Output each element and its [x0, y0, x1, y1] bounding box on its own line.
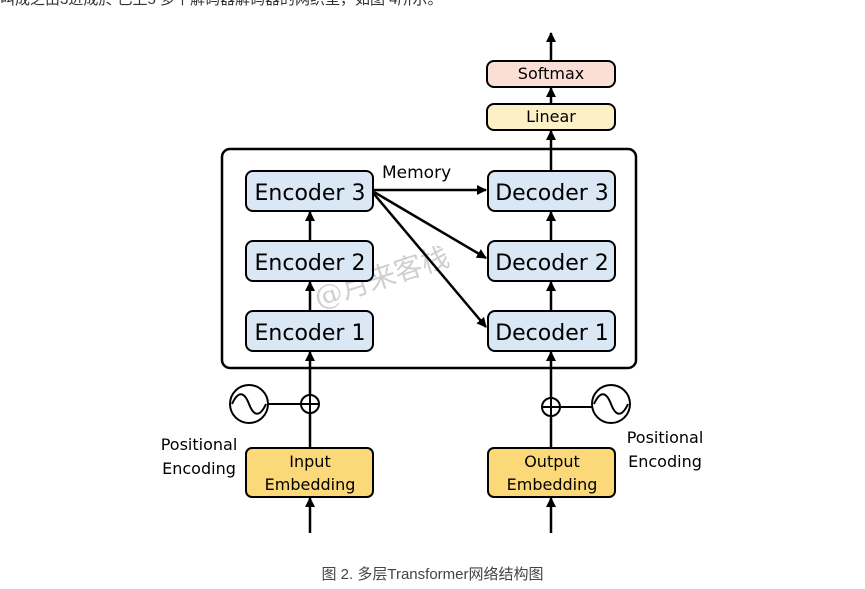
- positional-encoding-right-line-2: Encoding: [628, 452, 702, 471]
- encoder-3-label: Encoder 3: [255, 181, 366, 206]
- linear-label: Linear: [526, 107, 576, 126]
- input-embedding-line-1: Input: [289, 452, 330, 471]
- encoder-sine-wave-path: [231, 393, 267, 415]
- decoder-3-label: Decoder 3: [495, 181, 609, 206]
- positional-encoding-right-line-1: Positional: [627, 428, 704, 447]
- stack-frame: [220, 147, 638, 370]
- header-text: 叫成之由3进成於 已上5 多个解码器解码器的网织型，如图 4所示。: [0, 0, 443, 9]
- decoder-1-label: Decoder 1: [495, 321, 609, 346]
- decoder-2-label: Decoder 2: [495, 251, 609, 276]
- memory-label: Memory: [382, 163, 451, 183]
- softmax-label: Softmax: [518, 64, 584, 83]
- memory-arrow-decoder-1: [373, 193, 487, 328]
- encoder-1-label: Encoder 1: [255, 321, 366, 346]
- decoder-sine-wave-path: [593, 393, 629, 415]
- encoder-2-label: Encoder 2: [255, 251, 366, 276]
- memory-arrow-decoder-2: [373, 190, 487, 260]
- figure-caption: 图 2. 多层Transformer网络结构图: [321, 566, 544, 583]
- input-embedding-line-2: Embedding: [265, 475, 356, 494]
- positional-encoding-left-line-1: Positional: [161, 435, 238, 454]
- output-embedding-line-1: Output: [524, 452, 580, 471]
- positional-encoding-left-line-2: Encoding: [162, 459, 236, 478]
- output-embedding-line-2: Embedding: [507, 475, 598, 494]
